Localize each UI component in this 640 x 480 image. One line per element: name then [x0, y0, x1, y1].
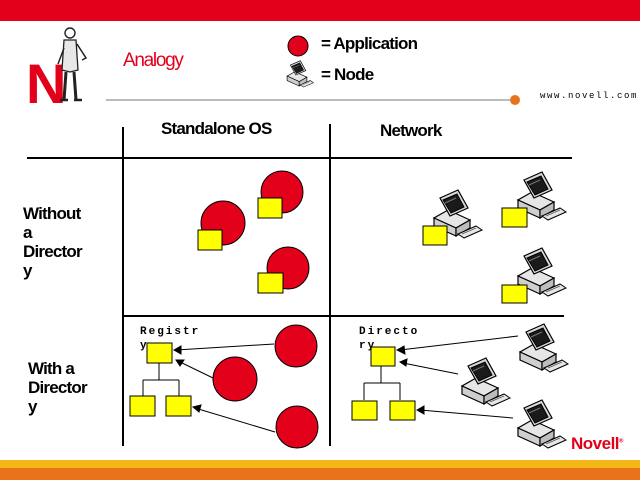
node-data-box: [501, 207, 528, 228]
logo-person-figure: [57, 27, 88, 102]
orange-dot: [510, 95, 520, 105]
node-data-box: [501, 284, 528, 304]
application-icon: [274, 324, 318, 368]
registry-tree-lines: [142, 363, 180, 396]
application-group: [197, 200, 246, 251]
directory-child-box: [389, 400, 416, 421]
application-legend-icon: [287, 35, 309, 57]
registry-child-box: [165, 395, 192, 417]
application-group: [257, 246, 310, 294]
column-header-standalone: Standalone OS: [161, 119, 272, 138]
application-icon: [275, 405, 319, 449]
registry-arrows: [172, 343, 276, 433]
directory-child-box: [351, 400, 378, 421]
row-label-without-directory: Without a Director y: [23, 204, 83, 280]
legend-node-label: = Node: [321, 65, 374, 84]
bottom-orange-bar: [0, 468, 640, 480]
novell-n-logo: N: [26, 52, 66, 115]
registry-child-box: [129, 395, 156, 417]
application-group: [257, 170, 304, 219]
legend-application-label: = Application: [321, 34, 418, 53]
row-label-with-directory: With a Director y: [28, 359, 88, 416]
node-data-box: [422, 225, 448, 246]
registry-label: Registr y: [140, 326, 201, 352]
column-header-network: Network: [380, 121, 442, 140]
application-icon: [212, 356, 258, 402]
directory-label: Directo ry: [359, 326, 420, 352]
directory-tree-lines: [363, 366, 401, 400]
node-legend-icon: [286, 60, 314, 88]
novell-brand-logo: Novell®: [571, 434, 623, 453]
slide-title: Analogy: [123, 50, 184, 71]
directory-arrows: [395, 335, 519, 419]
novell-url: www.novell.com: [540, 91, 639, 101]
node-computer-icon: [461, 357, 511, 407]
node-computer-icon: [517, 399, 567, 449]
top-red-bar: [0, 0, 640, 21]
bottom-yellow-bar: [0, 460, 640, 468]
node-computer-icon: [519, 323, 569, 373]
directory-root-box: [370, 346, 396, 367]
